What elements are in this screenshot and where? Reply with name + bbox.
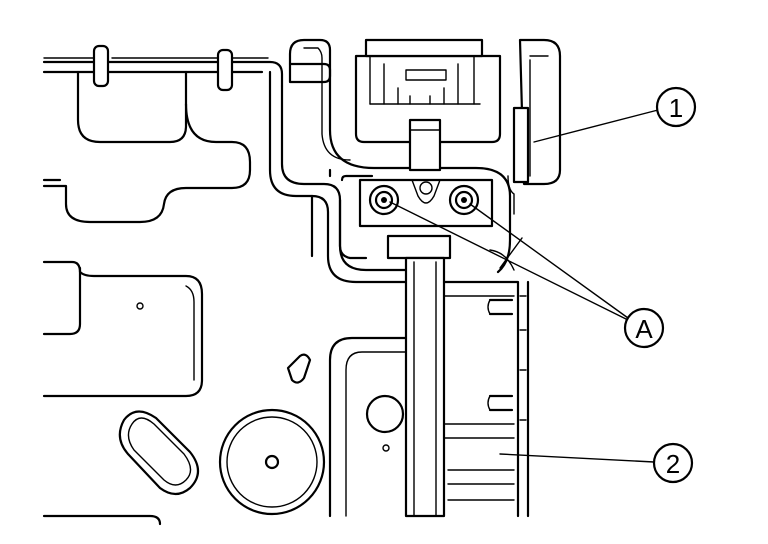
callout-1: 1: [655, 86, 697, 128]
bracket-tab: [512, 106, 530, 184]
connector-lock-tab: [408, 118, 442, 172]
callout-2: 2: [652, 442, 694, 484]
mounting-bracket: [288, 38, 562, 274]
leader-line-2: [499, 453, 655, 463]
leader-line-a-right: [469, 203, 629, 319]
bolt-plate: [358, 178, 494, 260]
control-module: [442, 280, 530, 518]
callout-2-label: 2: [666, 449, 680, 479]
harness-grommet: [386, 234, 452, 260]
bolt-left: [368, 184, 400, 216]
callout-a: A: [623, 307, 665, 349]
leader-line-a-left: [389, 201, 629, 321]
connector-body: [354, 54, 502, 144]
callout-a-label: A: [635, 314, 653, 344]
case-housing: [42, 57, 408, 526]
wire-connector-clip: [288, 62, 332, 84]
leader-line-1: [533, 109, 659, 143]
callout-1-label: 1: [669, 93, 683, 123]
leader-lines: [389, 109, 659, 463]
bolt-right: [448, 184, 480, 216]
harness-clip: [92, 44, 110, 88]
cable-ribbon: [404, 256, 446, 518]
harness-clip: [216, 48, 234, 92]
